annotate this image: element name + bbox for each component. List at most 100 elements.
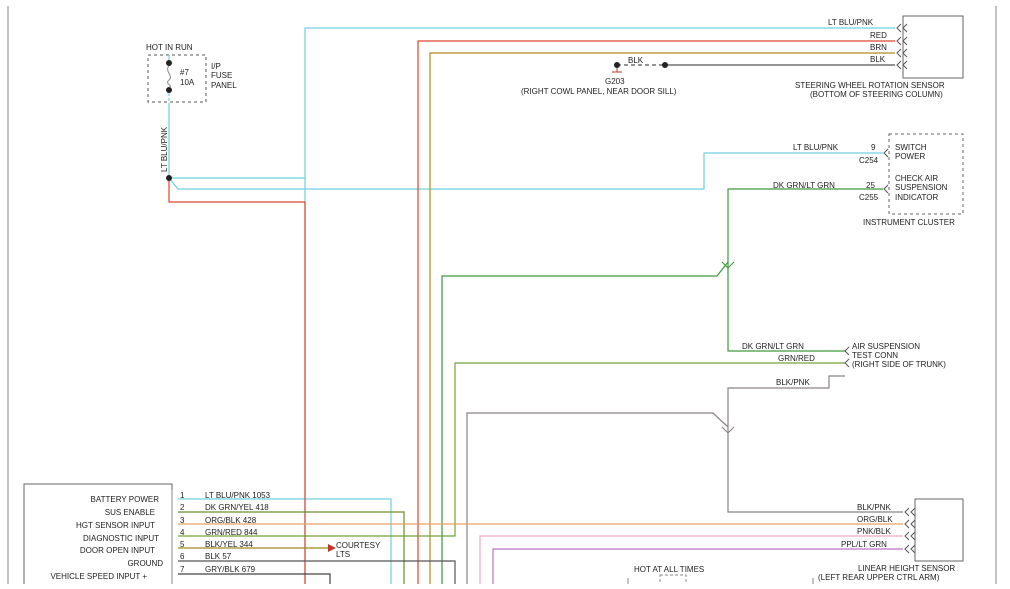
fuse-terminal-bottom <box>166 87 172 93</box>
wire-pin1 <box>178 498 392 584</box>
test-conn-pin-2-icon <box>844 358 850 368</box>
instrument-cluster-name: INSTRUMENT CLUSTER <box>863 218 955 227</box>
height-sensor-pins <box>904 507 916 554</box>
module-pin-label-3: HGT SENSOR INPUT <box>76 521 155 530</box>
module-pin-number-3: 3 <box>180 516 185 525</box>
wire-pin7 <box>178 573 331 584</box>
wire-brn-steering <box>429 52 895 584</box>
module-pin-label-5: DOOR OPEN INPUT <box>80 546 155 555</box>
wire-lt-blu-pnk-cluster <box>168 152 883 190</box>
test-conn-name-line-1: AIR SUSPENSION <box>852 342 920 351</box>
wire-red-splice <box>168 178 306 584</box>
module-pin-wire-1: LT BLU/PNK 1053 <box>205 491 271 500</box>
fuse-feed-wire-label: LT BLU/PNK <box>160 126 169 172</box>
module-pin-label-1: BATTERY POWER <box>91 495 160 504</box>
height-sensor-name: LINEAR HEIGHT SENSOR <box>858 564 955 573</box>
test-conn-wire-1: DK GRN/LT GRN <box>742 342 804 351</box>
steering-sensor-pins <box>896 23 908 70</box>
hot-at-all-times: HOT AT ALL TIMES <box>634 565 704 574</box>
cluster-connector-2: C255 <box>859 193 879 202</box>
courtesy-line-1: COURTESY <box>336 541 381 550</box>
wire-dk-grn-lt-grn <box>727 188 883 352</box>
module-pin-number-1: 1 <box>180 491 185 500</box>
module-pin-label-2: SUS ENABLE <box>105 508 155 517</box>
fuse-panel-line-2: FUSE <box>211 71 232 80</box>
height-sensor-box <box>914 498 964 562</box>
fuse-panel-line-3: PANEL <box>211 81 237 90</box>
module-pin-wire-5: BLK/YEL 344 <box>205 540 253 549</box>
wire-dk-grn-branch <box>441 261 729 584</box>
splice-dot <box>166 175 172 181</box>
module-pin-number-6: 6 <box>180 552 185 561</box>
wire-red-steering <box>417 40 895 584</box>
fuse-panel-line-1: I/P <box>211 62 221 71</box>
steering-wire-3: BRN <box>870 43 887 52</box>
cluster-pin-2: 25 <box>866 181 875 190</box>
cluster-wire-2: DK GRN/LT GRN <box>773 181 835 190</box>
module-pin-number-4: 4 <box>180 528 185 537</box>
wire-grn-red <box>178 362 845 537</box>
fuse-panel-box <box>147 54 207 103</box>
fuse-number: #7 <box>180 68 189 77</box>
instrument-cluster-box <box>888 133 964 215</box>
steering-wire-4: BLK <box>870 55 886 64</box>
test-conn-wire-2: GRN/RED <box>778 354 815 363</box>
ground-terminal <box>614 62 620 68</box>
courtesy-arrow-icon <box>328 544 336 552</box>
ground-wire-label: BLK <box>628 56 644 65</box>
module-pin-rows: BATTERY POWER 1 LT BLU/PNK 1053 SUS ENAB… <box>50 491 270 581</box>
cluster-pin-25-icon <box>883 184 889 194</box>
steering-sensor-name: STEERING WHEEL ROTATION SENSOR <box>795 81 945 90</box>
fuse-header: HOT IN RUN <box>146 43 193 52</box>
test-conn-pin-1-icon <box>844 346 850 356</box>
module-pin-wire-6: BLK 57 <box>205 552 232 561</box>
ground-id: G203 <box>605 77 625 86</box>
cluster-label-1-line-1: SWITCH <box>895 143 927 152</box>
module-pin-wire-3: ORG/BLK 428 <box>205 516 257 525</box>
test-conn-name-line-2: TEST CONN <box>852 351 898 360</box>
ground-location: (RIGHT COWL PANEL, NEAR DOOR SILL) <box>521 87 677 96</box>
module-pin-wire-7: GRY/BLK 679 <box>205 565 256 574</box>
height-wire-1: BLK/PNK <box>857 503 891 512</box>
module-pin-label-7: VEHICLE SPEED INPUT + <box>50 572 147 581</box>
module-pin-label-6: GROUND <box>127 559 163 568</box>
cluster-wire-1: LT BLU/PNK <box>793 143 839 152</box>
cluster-label-2-line-2: SUSPENSION <box>895 183 948 192</box>
courtesy-line-2: LTS <box>336 550 350 559</box>
wire-blk-pnk <box>727 375 903 513</box>
wire-pin2 <box>178 511 405 584</box>
module-pin-number-5: 5 <box>180 540 185 549</box>
wire-pin6 <box>178 560 456 584</box>
module-pin-wire-4: GRN/RED 844 <box>205 528 258 537</box>
cluster-pin-9-icon <box>883 148 889 158</box>
height-wire-2: ORG/BLK <box>857 515 893 524</box>
test-conn-wire-3: BLK/PNK <box>776 378 810 387</box>
height-wire-3: PNK/BLK <box>857 527 891 536</box>
hot-at-all-times-fuse-box <box>659 574 687 586</box>
steering-sensor-box <box>902 15 964 79</box>
wire-ppl-lt-grn <box>492 548 903 584</box>
steering-wire-2: RED <box>870 31 887 40</box>
steering-sensor-location: (BOTTOM OF STEERING COLUMN) <box>810 90 943 99</box>
module-pin-wire-2: DK GRN/YEL 418 <box>205 503 269 512</box>
test-conn-name-line-3: (RIGHT SIDE OF TRUNK) <box>852 360 946 369</box>
module-pin-number-2: 2 <box>180 503 185 512</box>
inline-connector-blk-pnk <box>721 426 735 434</box>
cluster-pin-1: 9 <box>871 143 876 152</box>
cluster-connector-1: C254 <box>859 156 879 165</box>
fuse-icon <box>167 65 171 88</box>
fuse-terminal-top <box>166 60 172 66</box>
cluster-label-2-line-3: INDICATOR <box>895 193 938 202</box>
ground-wire-terminal <box>662 62 668 68</box>
module-pin-label-4: DIAGNOSTIC INPUT <box>83 534 159 543</box>
height-sensor-location: (LEFT REAR UPPER CTRL ARM) <box>818 573 940 582</box>
inline-connector-dk-grn <box>721 261 735 269</box>
steering-wire-1: LT BLU/PNK <box>828 18 874 27</box>
wire-pnk-blk <box>479 535 903 584</box>
cluster-label-1-line-2: POWER <box>895 152 925 161</box>
fuse-rating: 10A <box>180 78 195 87</box>
module-pin-number-7: 7 <box>180 565 185 574</box>
height-wire-4: PPL/LT GRN <box>841 540 887 549</box>
